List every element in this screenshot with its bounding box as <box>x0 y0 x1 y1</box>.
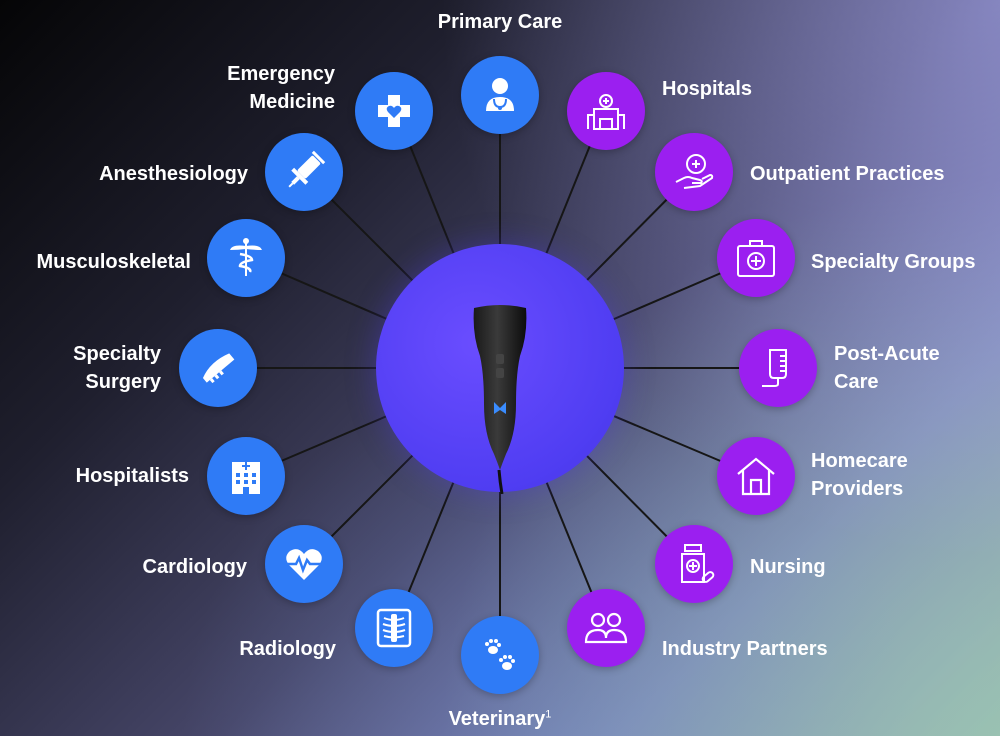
musculoskeletal-node[interactable] <box>207 219 285 297</box>
anesthesiology-label: Anesthesiology <box>99 163 248 185</box>
hospital-icon <box>587 94 625 130</box>
paw-prints-icon <box>485 639 515 670</box>
nursing-label: Nursing <box>750 556 826 578</box>
outpatient-practices-label: Outpatient Practices <box>750 163 945 185</box>
home-icon <box>737 457 775 496</box>
caduceus-icon <box>230 238 262 276</box>
primary-care-label: Primary Care <box>437 11 563 33</box>
specialty-groups-node[interactable] <box>717 219 795 297</box>
ultrasound-probe-icon <box>473 305 527 494</box>
hospitalists-node[interactable] <box>207 437 285 515</box>
industry-partners-label: Industry Partners <box>662 638 828 660</box>
hospitals-node[interactable] <box>567 72 645 150</box>
specialty-groups-label: Specialty Groups <box>811 251 976 273</box>
medicine-bottle-icon <box>681 544 715 583</box>
anesthesiology-node[interactable] <box>265 133 343 211</box>
post-acute-care-label: Post-Acute Care <box>834 343 940 393</box>
iv-bag-icon <box>762 349 787 387</box>
industry-partners-node[interactable] <box>567 589 645 667</box>
syringe-icon <box>288 150 326 188</box>
heartbeat-icon <box>286 549 322 580</box>
radiology-label: Radiology <box>239 638 336 660</box>
primary-care-node[interactable] <box>461 56 539 134</box>
emergency-medicine-label: Emergency Medicine <box>227 63 335 113</box>
musculoskeletal-label: Musculoskeletal <box>36 251 191 273</box>
spine-xray-icon <box>376 608 412 648</box>
homecare-providers-node[interactable] <box>717 437 795 515</box>
scalpel-icon <box>202 353 235 384</box>
butterfly-icon <box>494 402 506 414</box>
first-aid-kit-icon <box>737 240 775 277</box>
cardiology-label: Cardiology <box>142 556 247 578</box>
post-acute-care-node[interactable] <box>739 329 817 407</box>
homecare-providers-label: Homecare Providers <box>811 450 908 500</box>
medical-cross-heart-icon <box>378 95 410 127</box>
veterinary-label: Veterinary1 <box>448 708 552 730</box>
specialty-surgery-label: Specialty Surgery <box>73 343 161 393</box>
doctor-icon <box>486 78 514 111</box>
people-icon <box>584 612 628 644</box>
hospitalists-label: Hospitalists <box>75 465 189 487</box>
radiology-node[interactable] <box>355 589 433 667</box>
hospital-building-icon <box>232 462 260 494</box>
emergency-medicine-node[interactable] <box>355 72 433 150</box>
nursing-node[interactable] <box>655 525 733 603</box>
cardiology-node[interactable] <box>265 525 343 603</box>
hand-care-icon <box>675 154 714 189</box>
hospitals-label: Hospitals <box>662 78 753 100</box>
veterinary-node[interactable] <box>461 616 539 694</box>
specialty-surgery-node[interactable] <box>179 329 257 407</box>
outpatient-practices-node[interactable] <box>655 133 733 211</box>
